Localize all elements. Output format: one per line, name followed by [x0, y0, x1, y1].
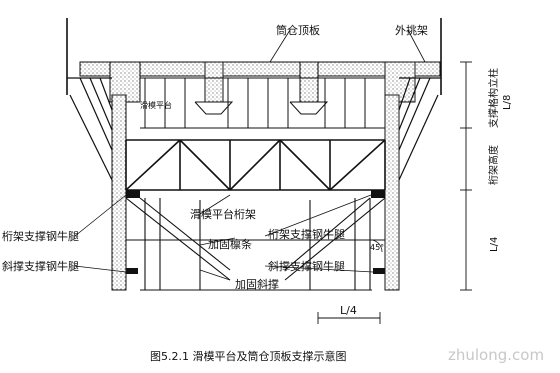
angle-arc — [371, 239, 383, 253]
dim-lower-label: L/4 — [489, 237, 500, 252]
truss-bracket-right-label: 桁架支撑钢牛腿 — [268, 227, 345, 241]
watermark: zhulong.com — [448, 346, 544, 364]
outer-posts — [66, 18, 442, 95]
silo-walls — [111, 94, 400, 291]
outrigger-left — [67, 77, 113, 181]
brace-support-brackets — [126, 268, 385, 274]
lower-bracing — [125, 197, 386, 291]
outrigger-label: 外挑架 — [395, 23, 428, 37]
dim-mid-label: 桁架高度 — [487, 145, 500, 185]
platform-truss — [125, 139, 386, 191]
brace-bracket-left-label: 斜撑支撑钢牛腿 — [2, 259, 79, 273]
outrigger-right — [398, 77, 441, 181]
bottom-dimension — [317, 312, 381, 324]
truss-bracket-left-label: 桁架支撑钢牛腿 — [2, 229, 79, 243]
dim-bottom-label: L/4 — [340, 304, 357, 317]
angle-label: 45° — [370, 243, 384, 252]
figure-caption: 图5.2.1 滑模平台及筒仓顶板支撑示意图 — [150, 349, 346, 363]
leader-lines — [74, 29, 426, 281]
dim-top-label: L/8 — [502, 95, 513, 110]
inner-note-label: 滑模平台 — [140, 100, 172, 110]
dimension-line — [460, 61, 472, 291]
roof-slab-label: 筒仓顶板 — [276, 23, 320, 37]
stiffener-purlin-label: 加固檩条 — [208, 237, 252, 251]
reinforce-brace-label: 加固斜撑 — [235, 277, 279, 291]
brace-bracket-right-label: 斜撑支撑钢牛腿 — [268, 259, 345, 273]
dim-top-side-label: 支撑格构立柱 — [487, 68, 500, 128]
truss-support-brackets — [126, 190, 385, 198]
scaffold-grid — [140, 77, 385, 129]
platform-truss-label: 滑模平台桁架 — [190, 207, 256, 221]
